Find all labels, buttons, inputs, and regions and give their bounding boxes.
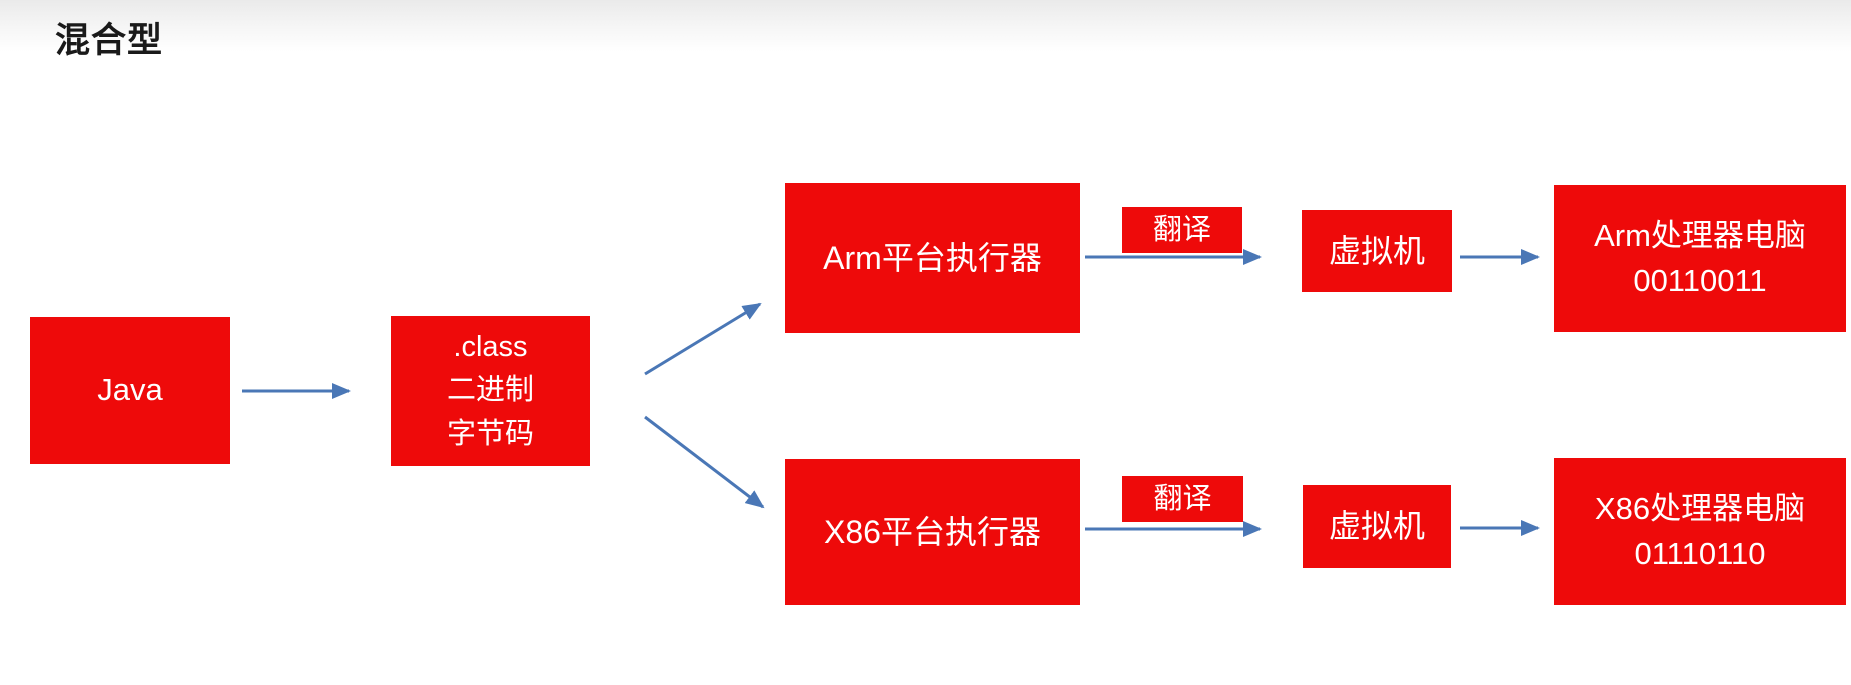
node-x86-computer-line2: 01110110 <box>1634 535 1766 571</box>
node-class-line1: .class <box>453 330 528 363</box>
node-arm-executor-label: Arm平台执行器 <box>823 239 1042 276</box>
node-class-bytecode: .class 二进制 字节码 <box>391 316 590 466</box>
arrow-class-to-x86-executor <box>644 415 765 509</box>
node-virtual-machine-bottom: 虚拟机 <box>1303 485 1451 568</box>
node-x86-computer-line1: X86处理器电脑 <box>1594 490 1806 526</box>
label-translate-bottom: 翻译 <box>1122 476 1243 522</box>
label-translate-top: 翻译 <box>1122 207 1242 253</box>
node-arm-computer-line2: 00110011 <box>1633 262 1767 298</box>
node-arm-computer-line1: Arm处理器电脑 <box>1594 217 1806 253</box>
label-translate-bottom-text: 翻译 <box>1153 482 1212 515</box>
node-virtual-machine-top: 虚拟机 <box>1302 210 1452 292</box>
node-class-line2: 二进制 <box>446 374 534 407</box>
node-vm-bottom-label: 虚拟机 <box>1328 508 1425 545</box>
page-title: 混合型 <box>55 21 164 60</box>
node-arm-processor-computer: Arm处理器电脑 00110011 <box>1554 185 1846 332</box>
node-vm-top-label: 虚拟机 <box>1328 232 1425 269</box>
arrow-class-to-arm-executor <box>644 302 762 376</box>
node-x86-platform-executor: X86平台执行器 <box>785 459 1080 605</box>
node-x86-processor-computer: X86处理器电脑 01110110 <box>1554 458 1846 605</box>
label-translate-top-text: 翻译 <box>1152 213 1211 246</box>
node-java-label: Java <box>97 372 163 408</box>
node-arm-platform-executor: Arm平台执行器 <box>785 183 1080 333</box>
node-java: Java <box>30 317 230 464</box>
node-x86-executor-label: X86平台执行器 <box>824 513 1041 550</box>
node-class-line3: 字节码 <box>446 417 534 450</box>
